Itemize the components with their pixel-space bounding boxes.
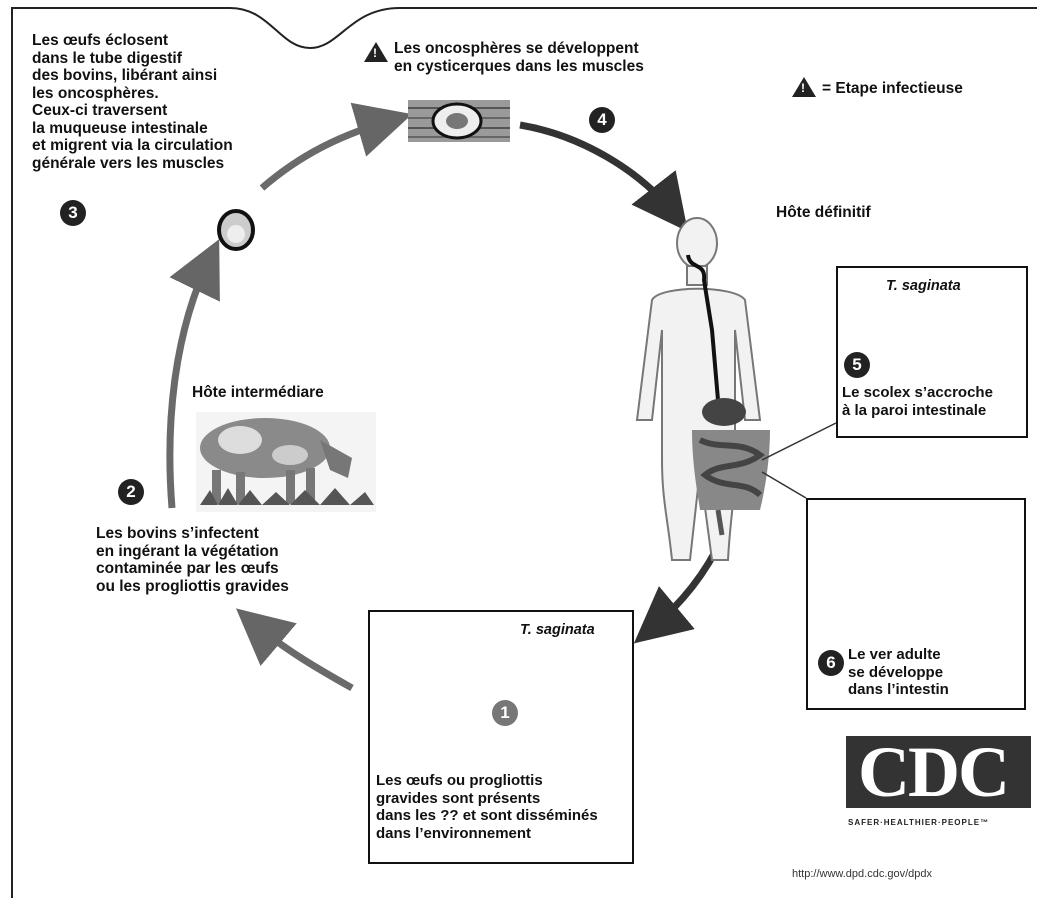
digestive-tract-illustration [686, 254, 837, 536]
arrow-3-to-4 [259, 102, 413, 191]
step-5-title: T. saginata [886, 278, 961, 294]
cow-illustration [196, 412, 376, 512]
step-5-text: Le scolex s’accroche à la paroi intestin… [842, 384, 993, 419]
step-6-box: 6 Le ver adulte se développe dans l’inte… [806, 498, 1026, 710]
step-6-text: Le ver adulte se développe dans l’intest… [848, 646, 949, 698]
warning-mark-1: ! [373, 46, 377, 60]
step-3-text: Les œufs éclosent dans le tube digestif … [32, 32, 233, 172]
step-5-box: T. saginata 5 Le scolex s’accroche à la … [836, 266, 1028, 438]
cdc-url: http://www.dpd.cdc.gov/dpdx [792, 868, 933, 880]
arrow-4-to-host [519, 121, 688, 232]
step-6-badge: 6 [818, 650, 844, 676]
step-1-box: T. saginata 1 Les œufs ou progliottis gr… [368, 610, 634, 864]
legend-text: = Etape infectieuse [822, 80, 963, 97]
step-1-text: Les œufs ou progliottis gravides sont pr… [376, 772, 598, 842]
step-2-badge: 2 [118, 479, 144, 505]
warning-triangle-icon-1 [364, 42, 388, 62]
arrow-2-to-3 [166, 239, 220, 509]
muscle-cyst-illustration [408, 100, 510, 142]
warning-mark-2: ! [801, 81, 805, 95]
step-3-badge: 3 [60, 200, 86, 226]
cdc-tagline: SAFER·HEALTHIER·PEOPLE™ [848, 818, 990, 827]
oncosphere-illustration [217, 209, 255, 251]
step-5-badge: 5 [844, 352, 870, 378]
step-4-text: Les oncosphères se développent en cystic… [394, 40, 644, 75]
step-1-title: T. saginata [520, 622, 595, 638]
step-4-badge: 4 [589, 107, 615, 133]
step-2-host-label: Hôte intermédiare [192, 384, 324, 401]
cdc-logo-block [846, 736, 1031, 808]
arrow-1-to-2 [235, 608, 354, 692]
cdc-logo-text: CDC [858, 732, 1010, 812]
cdc-logo: CDC SAFER·HEALTHIER·PEOPLE™ http://www.d… [790, 722, 1037, 887]
page-border [11, 7, 1037, 898]
host-definitive-label: Hôte définitif [776, 204, 871, 221]
step-1-badge: 1 [492, 700, 518, 726]
warning-triangle-icon-2 [792, 77, 816, 97]
step-2-text: Les bovins s’infectent en ingérant la vé… [96, 525, 289, 595]
